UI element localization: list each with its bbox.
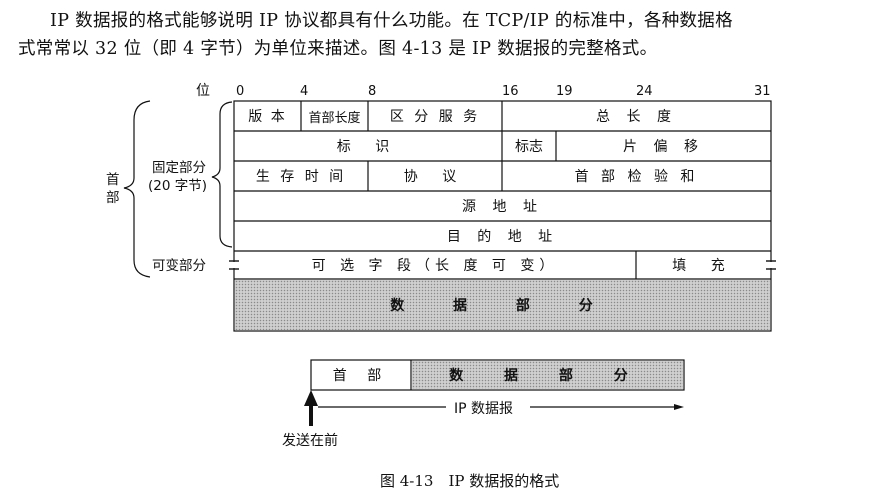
send-first-label: 发送在前 — [282, 433, 338, 449]
intro-line-2: 式常常以 32 位（即 4 字节）为单位来描述。图 4-13 是 IP 数据报的… — [18, 39, 658, 59]
send-first-arrow-head — [304, 390, 318, 406]
header-brace — [123, 100, 151, 278]
bit-number-24: 24 — [636, 84, 653, 99]
figure-caption: 图 4-13 IP 数据报的格式 — [380, 472, 560, 490]
datagram-label: IP 数据报 — [454, 401, 514, 417]
field-source-address: 源 地 址 — [462, 199, 543, 215]
fixed-part-label: 固定部分 — [152, 160, 206, 176]
span-arrow-head — [674, 404, 684, 410]
field-ttl: 生 存 时 间 — [255, 169, 347, 185]
bit-number-4: 4 — [300, 84, 309, 99]
field-data: 数 据 部 分 — [235, 280, 770, 330]
header-label-1: 首 — [106, 172, 120, 188]
field-padding: 填 充 — [672, 258, 735, 274]
bit-number-16: 16 — [502, 84, 519, 99]
field-header-length: 首部长度 — [308, 110, 361, 126]
variable-part-label: 可变部分 — [152, 258, 206, 274]
send-first-arrow-shaft — [309, 404, 313, 426]
field-destination-address: 目 的 地 址 — [446, 229, 559, 245]
intro-line-1: IP 数据报的格式能够说明 IP 协议都具有什么功能。在 TCP/IP 的标准中… — [50, 11, 733, 31]
fixed-part-size: (20 字节) — [148, 178, 208, 194]
field-version: 版 本 — [248, 109, 287, 125]
bit-number-19: 19 — [556, 84, 573, 99]
field-total-length: 总 长 度 — [596, 109, 677, 125]
bit-number-31: 31 — [754, 84, 771, 99]
bit-number-0: 0 — [236, 84, 245, 99]
header-label-2: 部 — [106, 190, 120, 206]
fixed-brace — [211, 101, 233, 248]
field-fragment-offset: 片 偏 移 — [623, 139, 704, 155]
field-flags: 标志 — [515, 139, 543, 155]
field-protocol: 协 议 — [403, 169, 467, 185]
field-identification: 标 识 — [336, 139, 400, 155]
bit-label: 位 — [196, 83, 210, 99]
bar-header: 首 部 — [332, 368, 390, 384]
field-diff-services: 区 分 服 务 — [389, 109, 481, 125]
field-header-checksum: 首 部 检 验 和 — [574, 169, 699, 185]
bar-data: 数 据 部 分 — [412, 361, 683, 389]
bit-number-8: 8 — [368, 84, 377, 99]
field-options: 可 选 字 段（长 度 可 变） — [311, 258, 559, 274]
